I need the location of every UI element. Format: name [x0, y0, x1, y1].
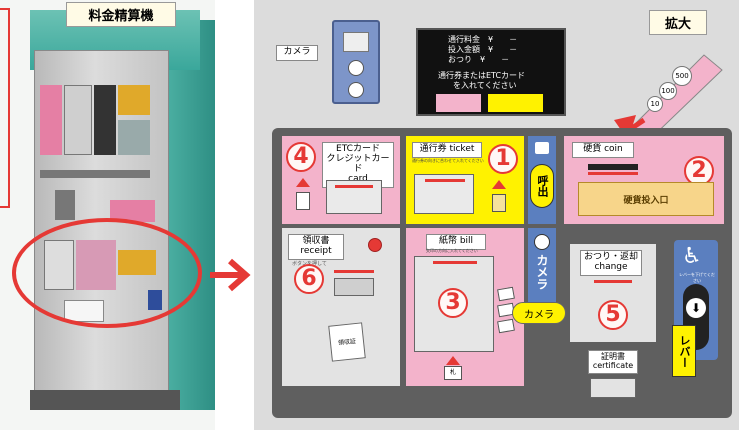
display-prompt: を入れてください — [453, 81, 517, 90]
ticket-icon — [492, 194, 506, 212]
change-number-badge: 5 — [598, 300, 628, 330]
wheelchair-icon: ♿ — [682, 244, 702, 269]
receipt-slot-indicator — [334, 270, 374, 273]
camera-label: カメラ — [276, 45, 318, 61]
etc-card-slot[interactable] — [326, 180, 382, 214]
change-slot-indicator — [594, 280, 632, 283]
arrow-right-icon — [210, 258, 251, 292]
bill-panel-label: 紙幣 bill — [426, 234, 486, 250]
display-line: 投入金額 ¥ － — [448, 45, 518, 54]
coin-slot-indicator — [588, 172, 638, 175]
bill-arrow-icon — [446, 356, 460, 365]
bill-stack-icon — [497, 318, 515, 334]
bill-slot-indicator — [433, 261, 477, 264]
bill-stack-icon — [497, 286, 515, 302]
call-strip: 呼出 — [528, 136, 556, 224]
coin-chute: 500 100 10 — [614, 40, 724, 146]
phone-icon — [535, 142, 549, 154]
certificate-slot[interactable] — [590, 378, 636, 398]
receipt-panel-label: 領収書 receipt — [288, 234, 344, 260]
camera-strip-lens — [534, 234, 550, 250]
etc-card-icon — [296, 192, 310, 210]
upper-module — [64, 85, 92, 155]
enlarged-diagram: 拡大 カメラ 通行料金 ¥ － 投入金額 ¥ － おつり ¥ － 通行券またはE… — [254, 0, 739, 430]
coin-slot[interactable] — [588, 164, 638, 170]
fare-display: 通行料金 ¥ － 投入金額 ¥ － おつり ¥ － 通行券またはETCカード を… — [416, 28, 566, 116]
etc-slot-indicator — [335, 185, 373, 188]
receipt-button[interactable] — [368, 238, 382, 252]
camera-oval: カメラ — [512, 302, 566, 324]
machine-base — [30, 390, 180, 410]
display-line: 通行料金 ¥ － — [448, 35, 518, 44]
upper-module — [55, 190, 75, 220]
call-button[interactable]: 呼出 — [530, 164, 554, 208]
ticket-number-badge: 1 — [488, 144, 518, 174]
coin-panel[interactable]: 硬貨 coin 2 硬貨投入口 — [564, 136, 724, 224]
ticket-arrow-icon — [492, 180, 506, 189]
ticket-slot-indicator — [425, 179, 465, 182]
annotation-bracket — [0, 8, 10, 208]
highlight-ellipse — [12, 218, 202, 328]
lever-hint: レバーを下げてください — [679, 272, 715, 283]
coin-number-badge: 2 — [684, 156, 714, 186]
upper-stripe — [40, 170, 150, 178]
camera-lens — [348, 82, 364, 98]
teal-side-panel — [160, 20, 215, 410]
etc-card-panel[interactable]: ETCカード クレジットカード card 4 — [282, 136, 400, 224]
camera-lens — [348, 60, 364, 76]
machine-photo: 料金精算機 — [0, 0, 215, 430]
machine-title: 料金精算機 — [66, 2, 176, 27]
coin-insert-area[interactable]: 硬貨投入口 — [578, 182, 714, 216]
ticket-panel-note: 通行券の向きに合わせて入れてください — [412, 158, 484, 163]
camera-strip-label: カメラ — [535, 254, 549, 290]
receipt-panel[interactable]: 領収書 receipt ボタンを押して 6 領収証 — [282, 228, 400, 386]
certificate-label: 証明書 certificate — [588, 350, 638, 374]
receipt-number-badge: 6 — [294, 264, 324, 294]
lever-label: レバー — [672, 325, 696, 377]
change-panel-label: おつり・返却 change — [580, 250, 642, 276]
camera-lens-box — [343, 32, 369, 52]
display-line: おつり ¥ － — [448, 55, 510, 64]
enlarge-badge: 拡大 — [649, 10, 707, 35]
camera-device — [332, 20, 380, 104]
etc-arrow-icon — [296, 178, 310, 187]
coin-500: 500 — [672, 66, 692, 86]
receipt-slot[interactable] — [334, 278, 374, 296]
upper-module — [94, 85, 116, 155]
change-panel[interactable]: おつり・返却 change 5 — [570, 244, 656, 342]
upper-module — [40, 85, 62, 155]
upper-module — [118, 85, 150, 115]
coin-100: 100 — [659, 82, 677, 100]
etc-number-badge: 4 — [286, 142, 316, 172]
display-icon-ticket — [488, 94, 543, 112]
coin-panel-label: 硬貨 coin — [572, 142, 634, 158]
bill-panel[interactable]: 紙幣 bill 矢印の方向に入れてください 3 札 — [406, 228, 524, 386]
bill-number-badge: 3 — [438, 288, 468, 318]
ticket-panel[interactable]: 通行券 ticket 通行券の向きに合わせて入れてください 1 — [406, 136, 524, 224]
bill-slip: 札 — [444, 366, 462, 380]
upper-module — [110, 200, 155, 222]
ticket-panel-label: 通行券 ticket — [412, 142, 482, 158]
display-icon-card — [436, 94, 481, 112]
receipt-slip: 領収証 — [328, 322, 366, 362]
arrow-down-icon: ⬇ — [686, 298, 706, 318]
ticket-slot[interactable] — [414, 174, 474, 214]
display-prompt: 通行券またはETCカード — [438, 71, 526, 80]
bill-panel-note: 矢印の方向に入れてください — [426, 248, 478, 253]
etc-panel-label: ETCカード クレジットカード card — [322, 142, 394, 188]
upper-module — [118, 120, 150, 155]
coin-10: 10 — [647, 96, 663, 112]
